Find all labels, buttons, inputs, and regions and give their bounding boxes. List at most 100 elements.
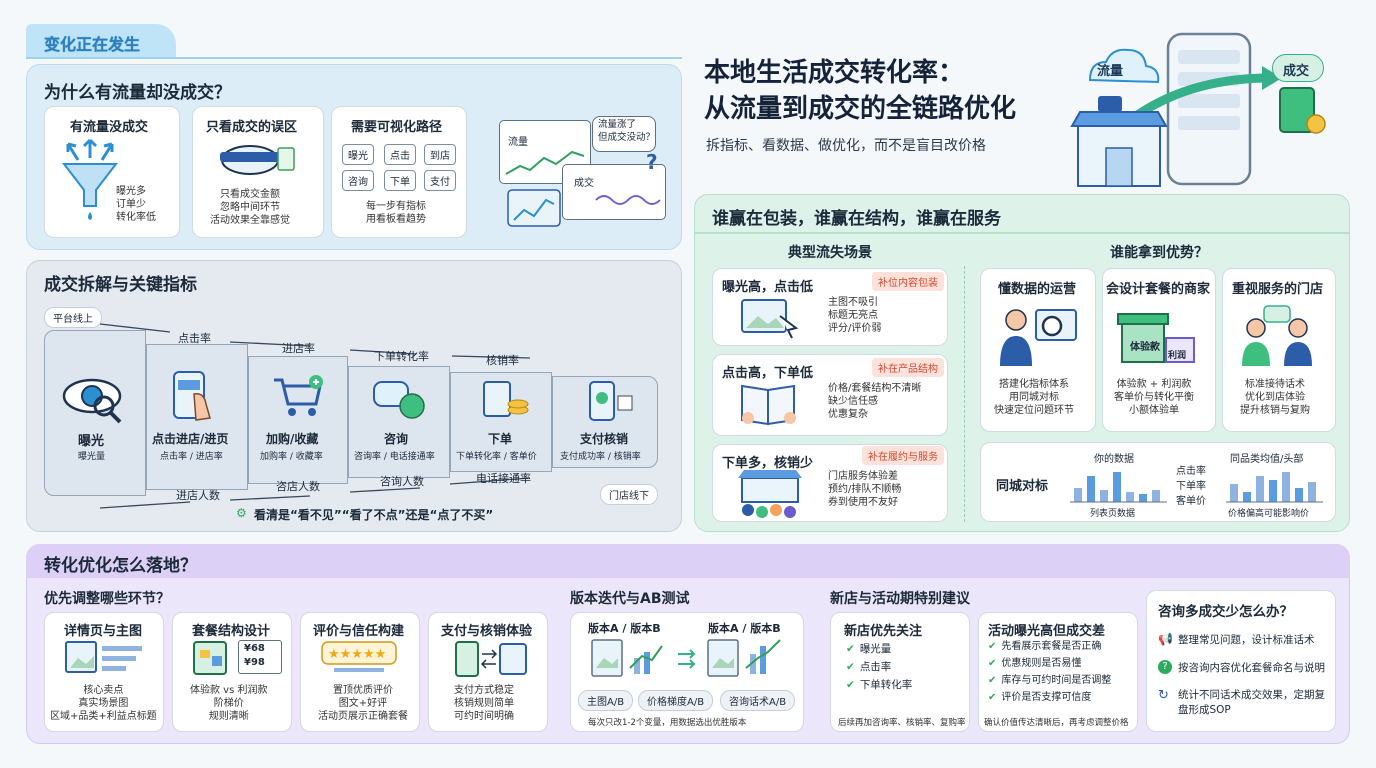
compare-legend-1: 点击率 [1176, 466, 1206, 477]
event-note: 确认价值传达清晰后，再考虑调整价格 [984, 718, 1129, 728]
store-tap-icon [173, 371, 211, 421]
mini-deal-line [595, 195, 661, 205]
flow-box-1: 曝光 [342, 144, 374, 165]
stage-4-name: 咨询 [384, 432, 409, 446]
winner-1-text: 搭建化指标体系 用同城对标 快速定位问题环节 [994, 379, 1074, 416]
compare-caption-2: 价格偏高可能影响价 [1228, 509, 1310, 519]
funnel-icon [61, 138, 119, 220]
stage-2-name: 点击进店/进页 [152, 432, 229, 446]
newshop-note: 后续再加咨询率、核销率、复购率 [838, 718, 966, 728]
rate-top-1: 点击率 [178, 332, 211, 345]
prio-2-title: 套餐结构设计 [192, 624, 271, 639]
mini-traffic-label: 流量 [508, 137, 528, 148]
hero-deal-bubble [1272, 54, 1324, 82]
rate-bottom-1: 电话接通率 [476, 472, 531, 485]
stage-1-name: 曝光 [78, 434, 105, 449]
newshop-item: ✔点击率 [846, 661, 892, 673]
online-badge: 平台线上 [44, 307, 102, 328]
bottom-arrows [99, 477, 531, 509]
stage-3-name: 加购/收藏 [266, 432, 319, 446]
check-icon: ✔ [846, 643, 855, 655]
why-card-2-title: 只看成交的误区 [206, 120, 298, 135]
stage-4-sub: 咨询率 / 电话接通率 [354, 452, 435, 462]
rate-top-3: 下单转化率 [374, 350, 429, 363]
who-divider [964, 266, 965, 522]
prio-4-text: 支付方式稳定 核销规则简单 可约时间明确 [454, 685, 514, 722]
event-item: ✔先看展示套餐是否正确 [988, 641, 1102, 652]
compare-chart2-title: 同品类均值/头部 [1230, 454, 1304, 465]
eye-icon [62, 378, 122, 424]
hero-deal-label: 成交 [1283, 64, 1310, 79]
main-title-line2: 从流量到成交的全链路优化 [704, 94, 1017, 124]
mini-bubble-text: 流量涨了 但成交没动？ [598, 119, 656, 143]
scene-3-title: 下单多，核销少 [722, 456, 814, 471]
compare-bar [1269, 480, 1277, 502]
offline-badge: 门店线下 [600, 484, 658, 505]
main-title-line1: 本地生活成交转化率： [704, 58, 965, 88]
compare-bar [1243, 492, 1251, 502]
question-circle-icon: ? [1158, 660, 1172, 674]
mini-deal-window [562, 164, 666, 220]
scene-1-text: 主图不吸引 标题无亮点 评分/评价弱 [828, 297, 882, 334]
order-coins-icon [483, 381, 529, 417]
pay-qr-icon [455, 641, 527, 677]
prio-4-title: 支付与核销体验 [441, 624, 533, 639]
compare-bar [1282, 472, 1290, 502]
queue-store-icon [738, 470, 802, 518]
main-subtitle: 拆指标、看数据、做优化，而不是盲目改价格 [706, 138, 986, 154]
consult-item-1: 整理常见问题，设计标准话术 [1178, 634, 1315, 646]
compare-bar [1100, 490, 1108, 502]
funnel-note: 看清是“看不见”“看了不点”还是“点了不买” [254, 508, 494, 522]
analyst-icon [1000, 309, 1077, 366]
pay-check-icon [589, 381, 633, 421]
why-card-1-text: 曝光多 订单少 转化率低 [116, 186, 156, 223]
why-card-1-title: 有流量没成交 [70, 120, 149, 135]
rate-bottom-3: 咨店人数 [276, 480, 320, 493]
who-title-rule [694, 232, 1350, 234]
consult-item-3: 统计不同话术成交效果，定期复盘形成SOP [1178, 689, 1325, 716]
compare-bar [1152, 490, 1160, 502]
ab-pill-1: 主图A/B [578, 690, 634, 711]
winner-2-text: 体验款 + 利润款 客单价与转化平衡 小额体验单 [1114, 379, 1194, 416]
consult-card [1146, 590, 1336, 732]
event-card [978, 612, 1138, 732]
scene-3-text: 门店服务体验差 预约/排队不顺畅 券到使用不友好 [828, 471, 902, 508]
winners-title: 谁能拿到优势？ [1110, 245, 1208, 261]
ab-title: 版本迭代与AB测试 [570, 591, 690, 607]
section-badge [26, 24, 176, 58]
price-tag-text: ¥68 ¥98 [244, 643, 265, 668]
funnel-note-icon: ⚙ [236, 506, 247, 520]
compare-bar [1139, 494, 1147, 502]
winner-card-1 [980, 268, 1096, 432]
rate-top-2: 进店率 [282, 342, 315, 355]
mini-traffic-line [505, 150, 585, 175]
scene-3-tag: 补在履约与服务 [862, 446, 944, 465]
compare-title: 同城对标 [996, 479, 1049, 494]
compare-bar [1256, 476, 1264, 502]
flow-box-5: 下单 [384, 170, 416, 191]
stage-5-sub: 下单转化率 / 客单价 [456, 452, 537, 462]
scene-2-tag: 补在产品结构 [872, 358, 944, 377]
event-item: ✔评价是否支撑可信度 [988, 692, 1092, 703]
price-tag [238, 640, 282, 674]
prio-1-text: 核心卖点 真实场景图 区域+品类+利益点标题 [50, 685, 157, 722]
mini-deal-label: 成交 [574, 178, 594, 189]
ab-left-label: 版本A / 版本B [588, 622, 661, 635]
why-card-1 [44, 106, 180, 238]
why-card-3-text: 每一步有指标 用看板看趋势 [366, 201, 426, 225]
ab-note: 每次只改1-2个变量，用数据选出优胜版本 [588, 718, 747, 728]
flow-box-4: 咨询 [342, 170, 374, 191]
rate-top-4: 核销率 [486, 354, 519, 367]
hero-illustration [1070, 32, 1326, 187]
analytics-icon [507, 189, 561, 227]
winner-2-title: 会设计套餐的商家 [1106, 282, 1211, 297]
stage-6-name: 支付核销 [580, 432, 629, 446]
winner-1-title: 懂数据的运营 [998, 282, 1077, 297]
compare-chart-1 [1070, 472, 1167, 503]
prio-2-text: 体验款 vs 利润款 阶梯价 规则清晰 [190, 685, 268, 722]
image-click-icon [741, 299, 799, 339]
why-card-3-title: 需要可视化路径 [351, 120, 443, 135]
check-icon: ✔ [988, 692, 997, 703]
detail-page-icon [65, 641, 142, 673]
section-badge-label: 变化正在发生 [44, 35, 141, 54]
